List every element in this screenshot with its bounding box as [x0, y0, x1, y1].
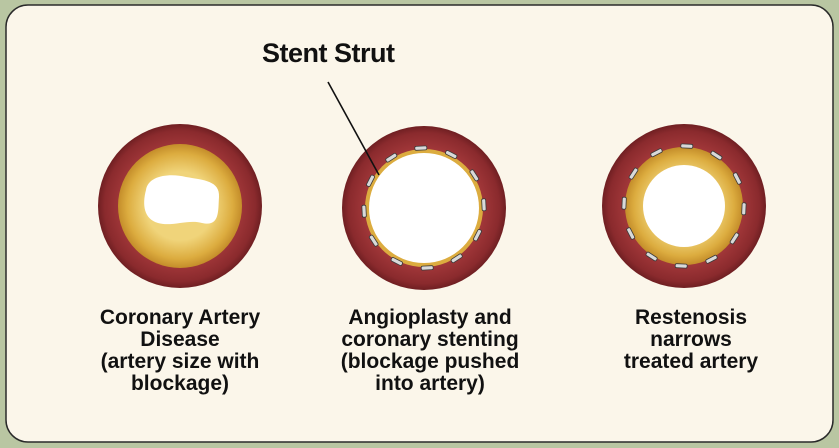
stent-strut	[362, 205, 367, 217]
caption-coronary-artery-disease: Coronary Artery Disease (artery size wit…	[80, 307, 280, 395]
stent-strut	[742, 203, 747, 215]
artery-diseased	[98, 124, 262, 288]
caption-restenosis: Restenosis narrows treated artery	[596, 307, 786, 373]
artery-stented	[342, 126, 506, 290]
stent-strut-label: Stent Strut	[262, 38, 395, 69]
artery-restenosis	[602, 124, 766, 288]
narrowed-lumen	[144, 175, 219, 224]
open-lumen	[369, 153, 479, 263]
stent-strut	[415, 146, 427, 151]
stent-strut	[681, 144, 693, 149]
stent-strut	[482, 199, 487, 211]
stent-strut	[675, 264, 687, 269]
narrowed-lumen	[643, 165, 725, 247]
stent-strut	[421, 266, 433, 271]
caption-angioplasty-stenting: Angioplasty and coronary stenting (block…	[320, 307, 540, 395]
stent-strut	[622, 197, 627, 209]
